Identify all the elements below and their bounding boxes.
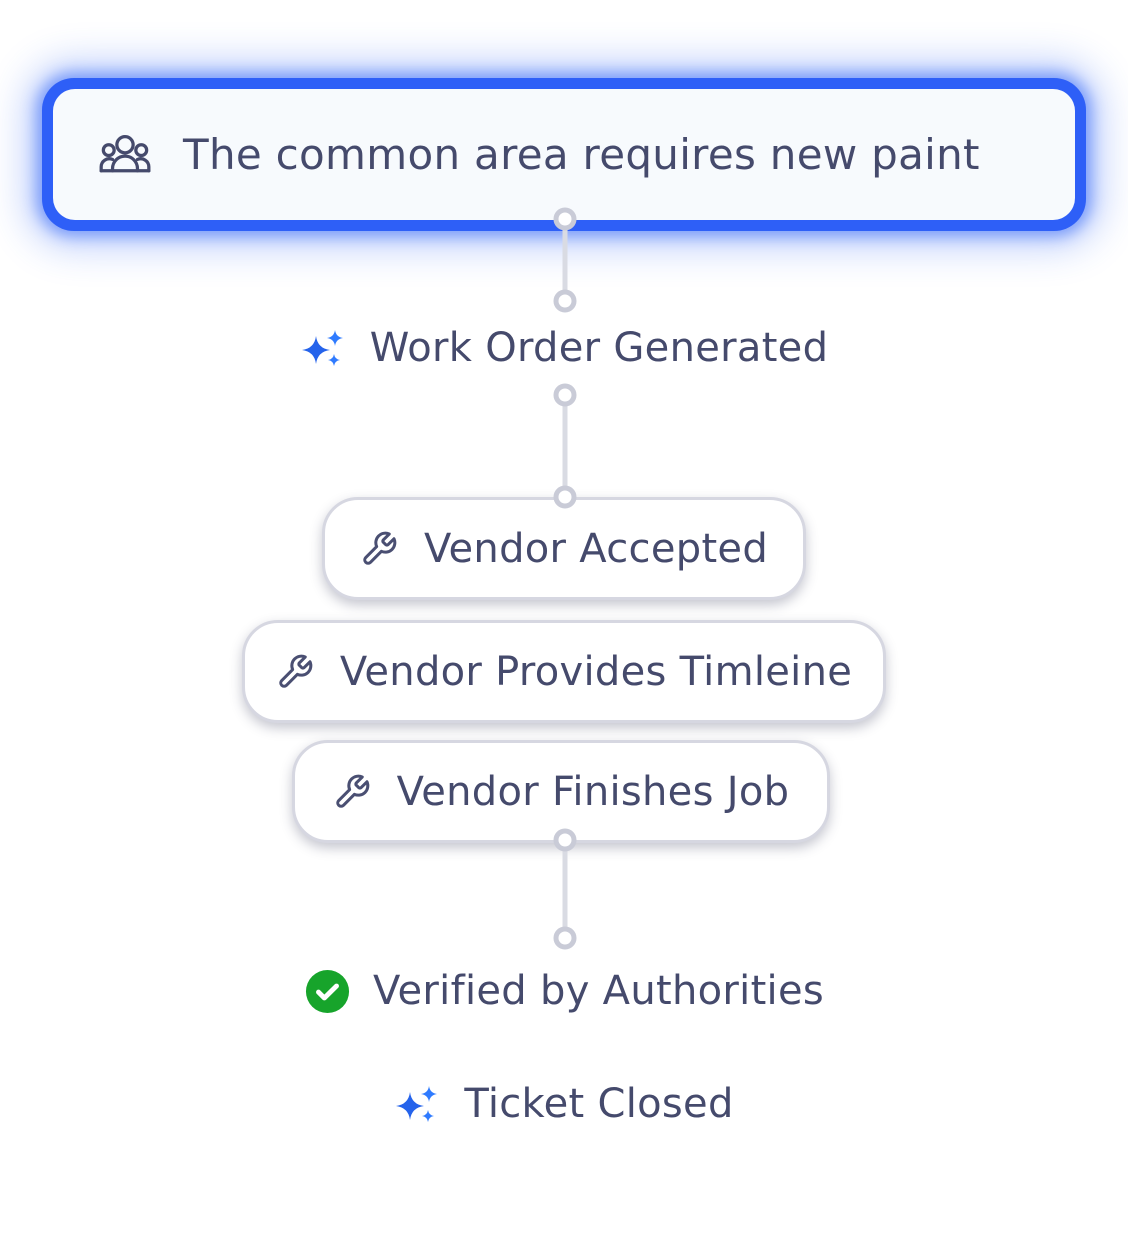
connector-line <box>562 395 568 497</box>
milestone-verified-by-authorities: Verified by Authorities <box>0 965 1128 1017</box>
users-group-icon <box>99 133 151 177</box>
step-label: Vendor Finishes Job <box>396 768 790 815</box>
ticket-node[interactable]: The common area requires new paint <box>42 78 1086 231</box>
step-card-vendor-accepted[interactable]: Vendor Accepted <box>322 497 806 600</box>
wrench-icon <box>276 653 314 691</box>
milestone-label: Work Order Generated <box>369 325 829 371</box>
milestone-ticket-closed: Ticket Closed <box>0 1078 1128 1130</box>
connector-line <box>562 219 568 301</box>
step-card-vendor-provides-timeline[interactable]: Vendor Provides Timleine <box>242 620 886 723</box>
connector-line <box>562 840 568 938</box>
step-label: Vendor Provides Timleine <box>339 648 853 695</box>
step-label: Vendor Accepted <box>423 525 769 572</box>
connector-port[interactable] <box>553 926 577 950</box>
sparkles-icon <box>300 324 348 372</box>
connector-port[interactable] <box>553 289 577 313</box>
ticket-node-inner: The common area requires new paint <box>53 89 1075 220</box>
connector-port[interactable] <box>553 383 577 407</box>
step-card-vendor-finishes-job[interactable]: Vendor Finishes Job <box>292 740 830 843</box>
milestone-label: Ticket Closed <box>464 1081 734 1127</box>
sparkles-icon <box>394 1080 442 1128</box>
wrench-icon <box>333 773 371 811</box>
connector-port[interactable] <box>553 207 577 231</box>
connector-port[interactable] <box>553 828 577 852</box>
milestone-label: Verified by Authorities <box>372 968 825 1014</box>
connector-port[interactable] <box>553 485 577 509</box>
milestone-work-order-generated: Work Order Generated <box>0 322 1128 374</box>
ticket-label: The common area requires new paint <box>183 130 980 179</box>
wrench-icon <box>360 530 398 568</box>
check-circle-icon <box>304 968 351 1015</box>
